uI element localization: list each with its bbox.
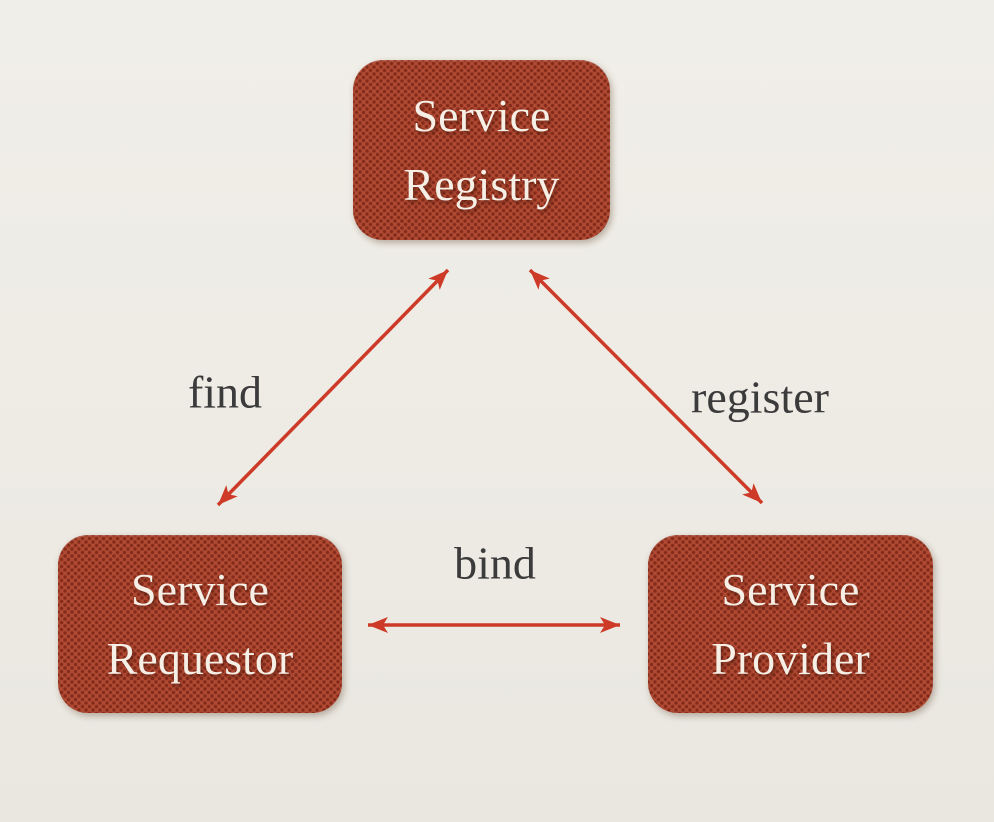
node-label-line: Provider xyxy=(711,633,870,684)
node-service-provider: Service Provider xyxy=(648,535,933,713)
node-label-line: Requestor xyxy=(106,633,294,684)
node-service-registry: Service Registry xyxy=(353,60,610,240)
node-label-line: Service xyxy=(412,90,551,141)
edge-label-find: find xyxy=(187,366,263,418)
node-label-line: Service xyxy=(721,564,860,615)
node-label-line: Registry xyxy=(403,159,560,210)
edge-label-register: register xyxy=(691,371,829,423)
edge-label-bind: bind xyxy=(454,537,536,589)
node-label-line: Service xyxy=(131,564,269,615)
node-service-requestor: Service Requestor xyxy=(58,535,342,713)
